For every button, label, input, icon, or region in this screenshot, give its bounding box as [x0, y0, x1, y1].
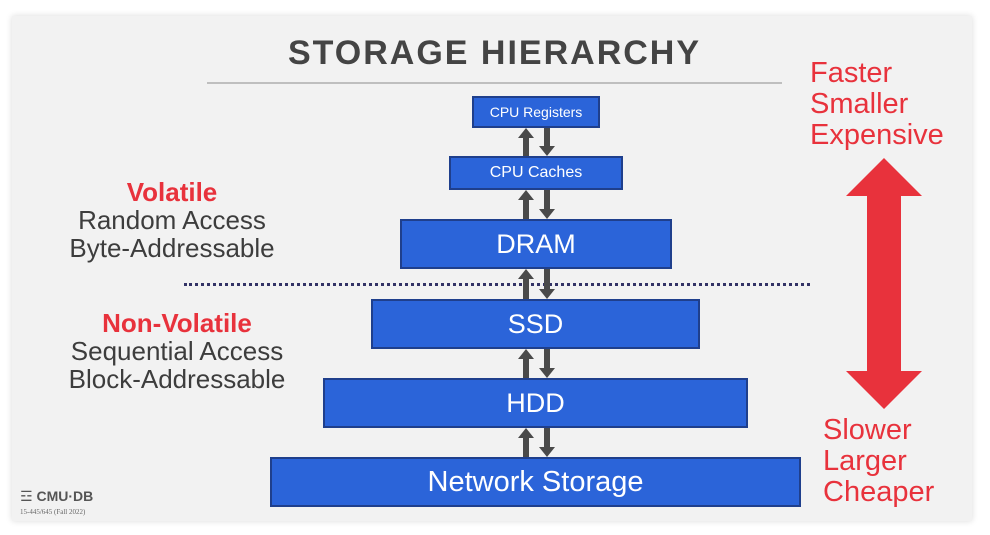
attr-larger: Larger: [823, 445, 907, 477]
tier-label: CPU Caches: [489, 164, 583, 181]
arrow-ssd-hdd: [518, 349, 555, 378]
attr-faster: Faster: [810, 57, 893, 89]
tier-label: SSD: [507, 308, 564, 339]
double-arrow-icon: [846, 158, 922, 409]
volatile-line2: Byte-Addressable: [69, 233, 275, 263]
non-volatile-heading: Non-Volatile: [102, 308, 252, 338]
arrow-dram-ssd: [518, 269, 555, 299]
volatile-heading: Volatile: [126, 177, 218, 207]
tier-label: Network Storage: [427, 465, 644, 498]
non-volatile-line1: Sequential Access: [70, 336, 284, 366]
volatile-label: Volatile Random Access Byte-Addressable: [32, 178, 312, 262]
arrows-layer: [518, 128, 922, 457]
tier-cpu-caches: CPU Caches: [449, 156, 623, 190]
course-number: 15-445/645 (Fall 2022): [20, 508, 86, 516]
attr-expensive: Expensive: [810, 119, 944, 151]
tier-hdd: HDD: [323, 378, 748, 428]
arrow-registers-caches: [518, 128, 555, 156]
title-underline: [207, 82, 782, 84]
volatility-divider: [184, 283, 810, 286]
volatile-line1: Random Access: [78, 205, 266, 235]
arrow-hdd-network: [518, 428, 555, 457]
tier-label: HDD: [506, 387, 565, 418]
tier-cpu-registers: CPU Registers: [472, 96, 600, 128]
slide: STORAGE HIERARCHY CPU Registers CPU Cach…: [12, 16, 972, 521]
non-volatile-line2: Block-Addressable: [68, 364, 286, 394]
attr-cheaper: Cheaper: [823, 476, 935, 508]
tier-network-storage: Network Storage: [270, 457, 801, 507]
tier-ssd: SSD: [371, 299, 700, 349]
arrow-caches-dram: [518, 190, 555, 219]
page-title: STORAGE HIERARCHY: [287, 34, 702, 72]
cmu-db-logo: ☲ CMU·DB: [20, 488, 93, 505]
tier-label: DRAM: [496, 228, 576, 259]
attr-smaller: Smaller: [810, 88, 909, 120]
tier-label: CPU Registers: [489, 104, 583, 120]
top-attributes: Faster Smaller Expensive: [810, 58, 944, 151]
non-volatile-label: Non-Volatile Sequential Access Block-Add…: [32, 309, 322, 393]
bottom-attributes: Slower Larger Cheaper: [823, 415, 934, 508]
tier-dram: DRAM: [400, 219, 672, 269]
logo-text: CMU·DB: [36, 488, 94, 504]
database-icon: ☲: [20, 488, 33, 504]
attr-slower: Slower: [823, 414, 912, 446]
